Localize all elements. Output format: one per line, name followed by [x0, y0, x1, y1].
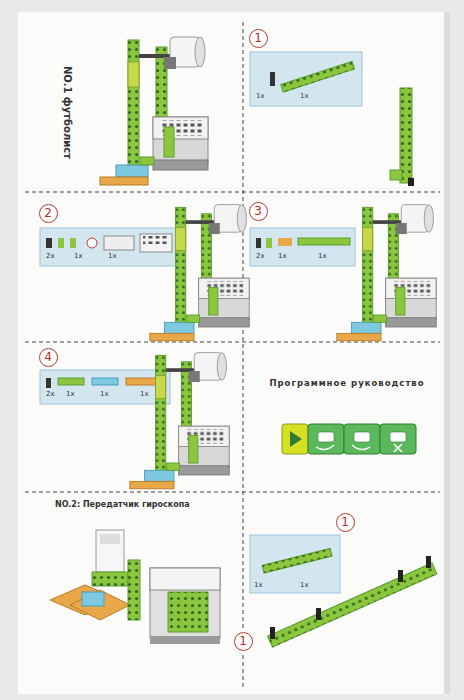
model-title: NO.1 футболист: [62, 65, 73, 158]
part-count: 2x: [256, 253, 265, 261]
step-number: 2: [44, 207, 52, 219]
part-count: 1x: [254, 582, 263, 590]
part-count: 1x: [74, 253, 83, 261]
step-number-circle: 4: [39, 348, 58, 367]
part-count: 1x: [108, 253, 117, 261]
model-title: NO.2: Передатчик гироскопа: [55, 501, 190, 510]
part-count: 2x: [46, 391, 55, 399]
part-count: 1x: [300, 93, 309, 101]
step-number-circle: 1: [249, 29, 268, 48]
section-heading: Программное руководство: [269, 379, 424, 388]
part-count: 2x: [46, 253, 55, 261]
step-number-circle: 3: [249, 202, 268, 221]
part-count: 1x: [300, 582, 309, 590]
step-number-circle: 1: [234, 632, 253, 651]
part-count: 1x: [278, 253, 287, 261]
part-count: 1x: [256, 93, 265, 101]
part-count: 1x: [100, 391, 109, 399]
step-number: 3: [254, 205, 262, 217]
step-number-circle: 1: [336, 513, 355, 532]
part-count: 1x: [66, 391, 75, 399]
step-number-circle: 2: [39, 204, 58, 223]
step-number: 1: [239, 635, 247, 647]
part-count: 1x: [140, 391, 149, 399]
part-count: 1x: [318, 253, 327, 261]
step-number: 1: [254, 32, 262, 44]
step-number: 1: [341, 516, 349, 528]
step-number: 4: [44, 351, 52, 363]
